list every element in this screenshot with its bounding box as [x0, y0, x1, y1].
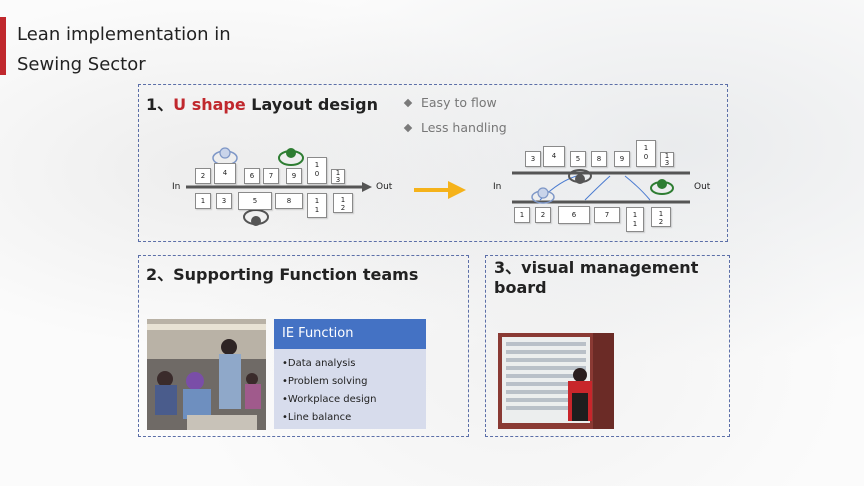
- station-box: 8: [591, 151, 607, 167]
- visual-board-photo: [498, 333, 614, 429]
- operator-icon: [243, 209, 269, 226]
- ie-function-list: •Data analysis •Problem solving •Workpla…: [274, 349, 426, 429]
- ie-function-header: IE Function: [274, 319, 426, 349]
- before-out-label: Out: [376, 182, 393, 192]
- section3-heading: 3、visual management board: [494, 258, 698, 298]
- transition-arrow-icon: [414, 181, 466, 199]
- station-box: 7: [263, 168, 279, 184]
- after-in-label: In: [493, 182, 502, 192]
- station-box: 2: [535, 207, 551, 223]
- station-box: 3: [216, 193, 232, 209]
- section3-heading-line2: board: [494, 278, 547, 297]
- station-box: 7: [594, 207, 620, 223]
- after-out-label: Out: [694, 182, 711, 192]
- section1-prefix: 1、: [146, 95, 174, 114]
- bullet-easy-to-flow: Easy to flow: [403, 95, 497, 110]
- station-box: 4: [543, 146, 565, 167]
- station-box: 1 1: [626, 207, 644, 232]
- page-title-line2: Sewing Sector: [17, 54, 146, 75]
- station-box: 9: [614, 151, 630, 167]
- operator-icon: [650, 179, 674, 195]
- before-conveyor-svg: [186, 147, 372, 226]
- page-title: Lean implementation in Sewing Sector: [17, 20, 231, 80]
- operator-icon: [568, 169, 592, 184]
- station-box: 8: [275, 193, 303, 209]
- station-box: 1: [514, 207, 530, 223]
- page-title-line1: Lean implementation in: [17, 24, 231, 45]
- station-box: 5: [238, 192, 272, 210]
- station-box: 5: [570, 151, 586, 167]
- panel-supporting-function: [138, 255, 469, 437]
- station-box: 9: [286, 168, 302, 184]
- station-box: 1 1: [307, 193, 327, 218]
- bullet-less-handling: Less handling: [403, 120, 507, 135]
- visual-board-image: [498, 333, 614, 429]
- sewing-workers-photo: [147, 319, 266, 430]
- section2-heading: 2、Supporting Function teams: [146, 265, 419, 284]
- diamond-bullet-icon: [403, 98, 413, 108]
- station-box: 6: [558, 206, 590, 224]
- title-accent-bar: [0, 17, 6, 75]
- station-box: 1 2: [333, 193, 353, 213]
- section1-heading: 1、U shape Layout design: [146, 91, 378, 115]
- station-box: 2: [195, 168, 211, 184]
- section1-rest: Layout design: [245, 95, 378, 114]
- operator-icon: [212, 147, 238, 166]
- station-box: 3: [525, 151, 541, 167]
- station-box: 1 3: [331, 169, 345, 184]
- operator-icon: [531, 187, 555, 204]
- station-box: 1 0: [636, 140, 656, 167]
- station-box: 1 2: [651, 207, 671, 227]
- station-box: 4: [214, 163, 236, 184]
- station-box: 1 3: [660, 152, 674, 167]
- diamond-bullet-icon: [403, 123, 413, 133]
- station-box: 1 0: [307, 157, 327, 184]
- operator-icon: [278, 148, 304, 166]
- before-in-label: In: [172, 182, 181, 192]
- panel-u-shape-layout: [138, 84, 728, 242]
- ie-item: •Line balance: [282, 412, 352, 423]
- panel-visual-management: [485, 255, 730, 437]
- section1-highlight: U shape: [173, 95, 246, 114]
- ie-item: •Data analysis: [282, 358, 356, 369]
- section3-heading-line1: 3、visual management: [494, 258, 699, 277]
- ie-item: •Problem solving: [282, 376, 368, 387]
- before-conveyor-arrowhead: [362, 182, 372, 192]
- station-box: 6: [244, 168, 260, 184]
- ie-item: •Workplace design: [282, 394, 377, 405]
- after-conveyor-svg: [512, 169, 690, 204]
- sewing-workers-image: [147, 319, 266, 430]
- station-box: 1: [195, 193, 211, 209]
